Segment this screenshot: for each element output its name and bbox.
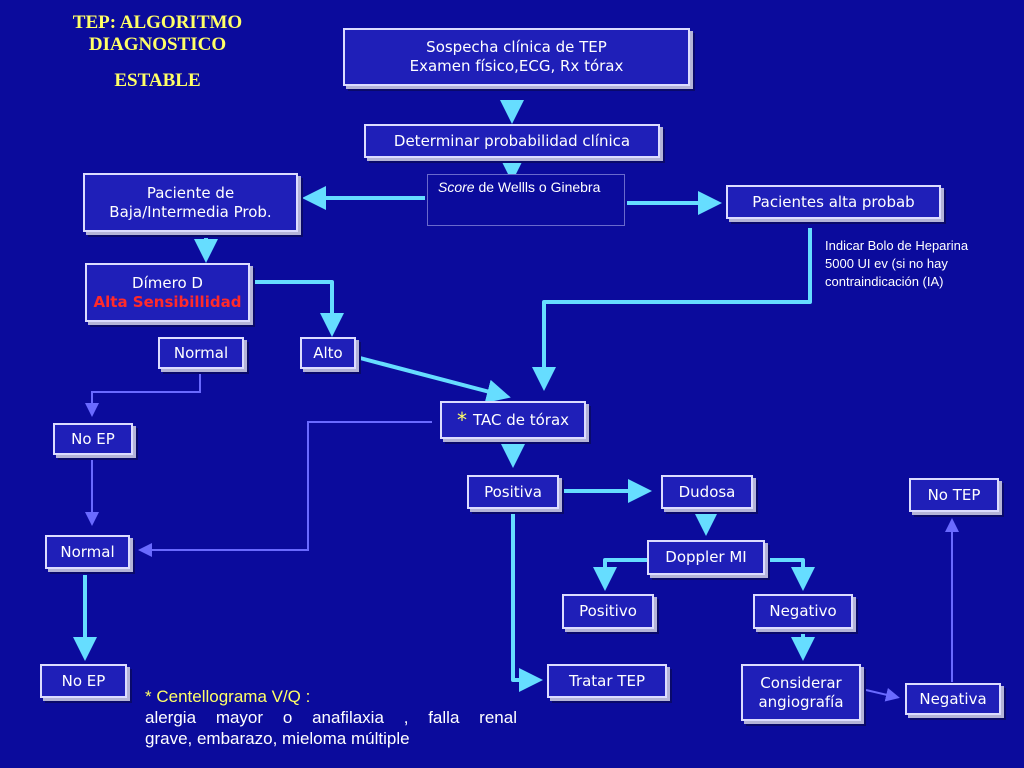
- node-baja-line-2: Baja/Intermedia Prob.: [109, 202, 272, 221]
- arrow-alto-to-tac: [359, 356, 511, 404]
- node-no-tep: No TEP: [909, 478, 999, 512]
- title-line-2: DIAGNOSTICO: [88, 34, 227, 55]
- node-negativa-label: Negativa: [919, 689, 987, 708]
- node-score-italic: Score: [438, 179, 475, 195]
- node-normal-vq: Normal: [45, 535, 130, 569]
- node-no-ep-1: No EP: [53, 423, 133, 455]
- arrow-doppler-to-positivo: [593, 558, 647, 591]
- node-positivo: Positivo: [562, 594, 654, 629]
- node-considerar-line-1: Considerar: [760, 673, 842, 692]
- node-alto-label: Alto: [313, 343, 343, 362]
- node-doppler-mi: Doppler MI: [647, 540, 765, 575]
- arrow-normal-dimero-to-no-ep: [85, 372, 201, 417]
- node-no-tep-label: No TEP: [927, 485, 981, 504]
- note-heparina: Indicar Bolo de Heparina 5000 UI ev (si …: [825, 237, 1015, 291]
- node-tratar-tep: Tratar TEP: [547, 664, 667, 698]
- arrow-alta-to-tac: [532, 228, 812, 391]
- node-dimero-line-2: Alta Sensibillidad: [93, 292, 242, 311]
- node-dudosa: Dudosa: [661, 475, 753, 509]
- node-dimero-d: Dímero D Alta Sensibillidad: [85, 263, 250, 322]
- node-normal-vq-label: Normal: [60, 542, 115, 561]
- note-heparina-line-2: 5000 UI ev (si no hay: [825, 256, 948, 271]
- node-normal-dimero-label: Normal: [173, 343, 229, 362]
- node-alta-probab-label: Pacientes alta probab: [752, 192, 915, 211]
- footnote-centellograma: * Centellograma V/Q : alergia mayor o an…: [145, 686, 517, 749]
- note-heparina-line-1: Indicar Bolo de Heparina: [825, 238, 969, 253]
- node-probabilidad-label: Determinar probabilidad clínica: [393, 131, 631, 150]
- node-score-rest: de Wellls o Ginebra: [474, 179, 601, 195]
- node-tac-torax: * TAC de tórax: [440, 401, 586, 439]
- footnote-body-line-2: grave, embarazo, mieloma múltiple: [145, 729, 410, 748]
- node-negativo: Negativo: [753, 594, 853, 629]
- arrow-dimero-to-alto: [254, 280, 344, 337]
- node-sospecha-line-2: Examen físico,ECG, Rx tórax: [409, 57, 624, 75]
- arrow-considerar-to-negativa: [865, 687, 900, 702]
- node-probabilidad: Determinar probabilidad clínica: [364, 124, 660, 158]
- node-dimero-line-1: Dímero D: [132, 273, 203, 292]
- node-tac-label: TAC de tórax: [472, 410, 570, 429]
- node-score: Score de Wellls o Ginebra: [427, 174, 625, 226]
- node-dudosa-label: Dudosa: [678, 482, 736, 501]
- node-negativo-label: Negativo: [769, 602, 837, 620]
- node-doppler-label: Doppler MI: [665, 548, 747, 566]
- arrow-positiva-to-tratar: [511, 514, 543, 692]
- title-line-3: ESTABLE: [114, 70, 201, 91]
- node-baja-line-1: Paciente de: [146, 183, 235, 202]
- node-no-ep-1-label: No EP: [71, 429, 115, 448]
- node-positiva: Positiva: [467, 475, 559, 509]
- node-positiva-label: Positiva: [484, 482, 542, 501]
- title-line-1: TEP: ALGORITMO: [72, 12, 243, 33]
- node-sospecha-line-1: Sospecha clínica de TEP: [426, 38, 607, 56]
- node-baja-intermedia: Paciente de Baja/Intermedia Prob.: [83, 173, 298, 232]
- node-sospecha: Sospecha clínica de TEP Examen físico,EC…: [343, 28, 690, 86]
- footnote-head: * Centellograma V/Q :: [145, 687, 311, 706]
- arrow-doppler-to-negativo: [768, 558, 815, 591]
- node-considerar-line-2: angiografía: [758, 692, 844, 711]
- node-no-ep-2-label: No EP: [61, 671, 106, 690]
- node-alta-probab: Pacientes alta probab: [726, 185, 941, 219]
- footnote-body-line-1: alergia mayor o anafilaxia , falla renal: [145, 708, 517, 727]
- node-positivo-label: Positivo: [579, 602, 637, 620]
- node-no-ep-2: No EP: [40, 664, 127, 698]
- node-considerar-angiografia: Considerar angiografía: [741, 664, 861, 721]
- node-normal-dimero: Normal: [158, 337, 244, 369]
- node-tac-star: *: [456, 407, 467, 432]
- diagram-title: TEP: ALGORITMO DIAGNOSTICO ESTABLE: [50, 12, 265, 92]
- node-tratar-label: Tratar TEP: [568, 671, 645, 690]
- node-alto: Alto: [300, 337, 356, 369]
- arrow-tac-to-normal: [138, 421, 432, 557]
- note-heparina-line-3: contraindicación (IA): [825, 274, 944, 289]
- node-negativa: Negativa: [905, 683, 1001, 715]
